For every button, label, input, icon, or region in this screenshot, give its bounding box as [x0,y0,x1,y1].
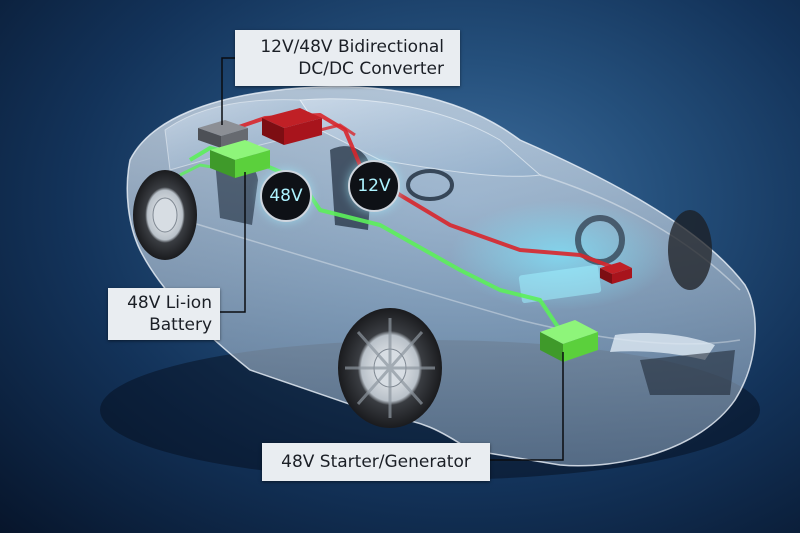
front-right-wheel [668,210,712,290]
callout-converter-line2: DC/DC Converter [298,59,444,79]
leader-converter [221,57,235,125]
headlight [610,333,715,360]
callout-starter-generator: 48V Starter/Generator [262,443,490,481]
callout-48v-battery: 48V Li-ion Battery [108,288,220,340]
badge-12v: 12V [348,160,400,212]
front-wheel [338,308,442,428]
callout-battery-line1: 48V Li-ion [127,293,212,313]
engine-block [518,264,602,304]
badge-48v: 48V [260,170,312,222]
starter-generator-box [540,320,598,362]
rear-wheel [133,170,197,260]
leader-starter [490,352,564,461]
steering-wheel [406,169,454,201]
battery-48v-box [210,140,270,178]
callout-converter-line1: 12V/48V Bidirectional [260,37,444,57]
callout-battery-line2: Battery [149,315,212,335]
grille [640,350,735,395]
battery-12v-box [262,108,322,145]
dcdc-converter-box [198,120,248,148]
circuit-12v-wire-2 [319,123,356,137]
leader-battery [220,172,246,313]
callout-dcdc-converter: 12V/48V Bidirectional DC/DC Converter [235,30,460,86]
callout-starter-label: 48V Starter/Generator [281,452,471,472]
battery-12v-small-box [600,262,632,284]
windshield [299,98,542,177]
hood-line [539,174,741,291]
